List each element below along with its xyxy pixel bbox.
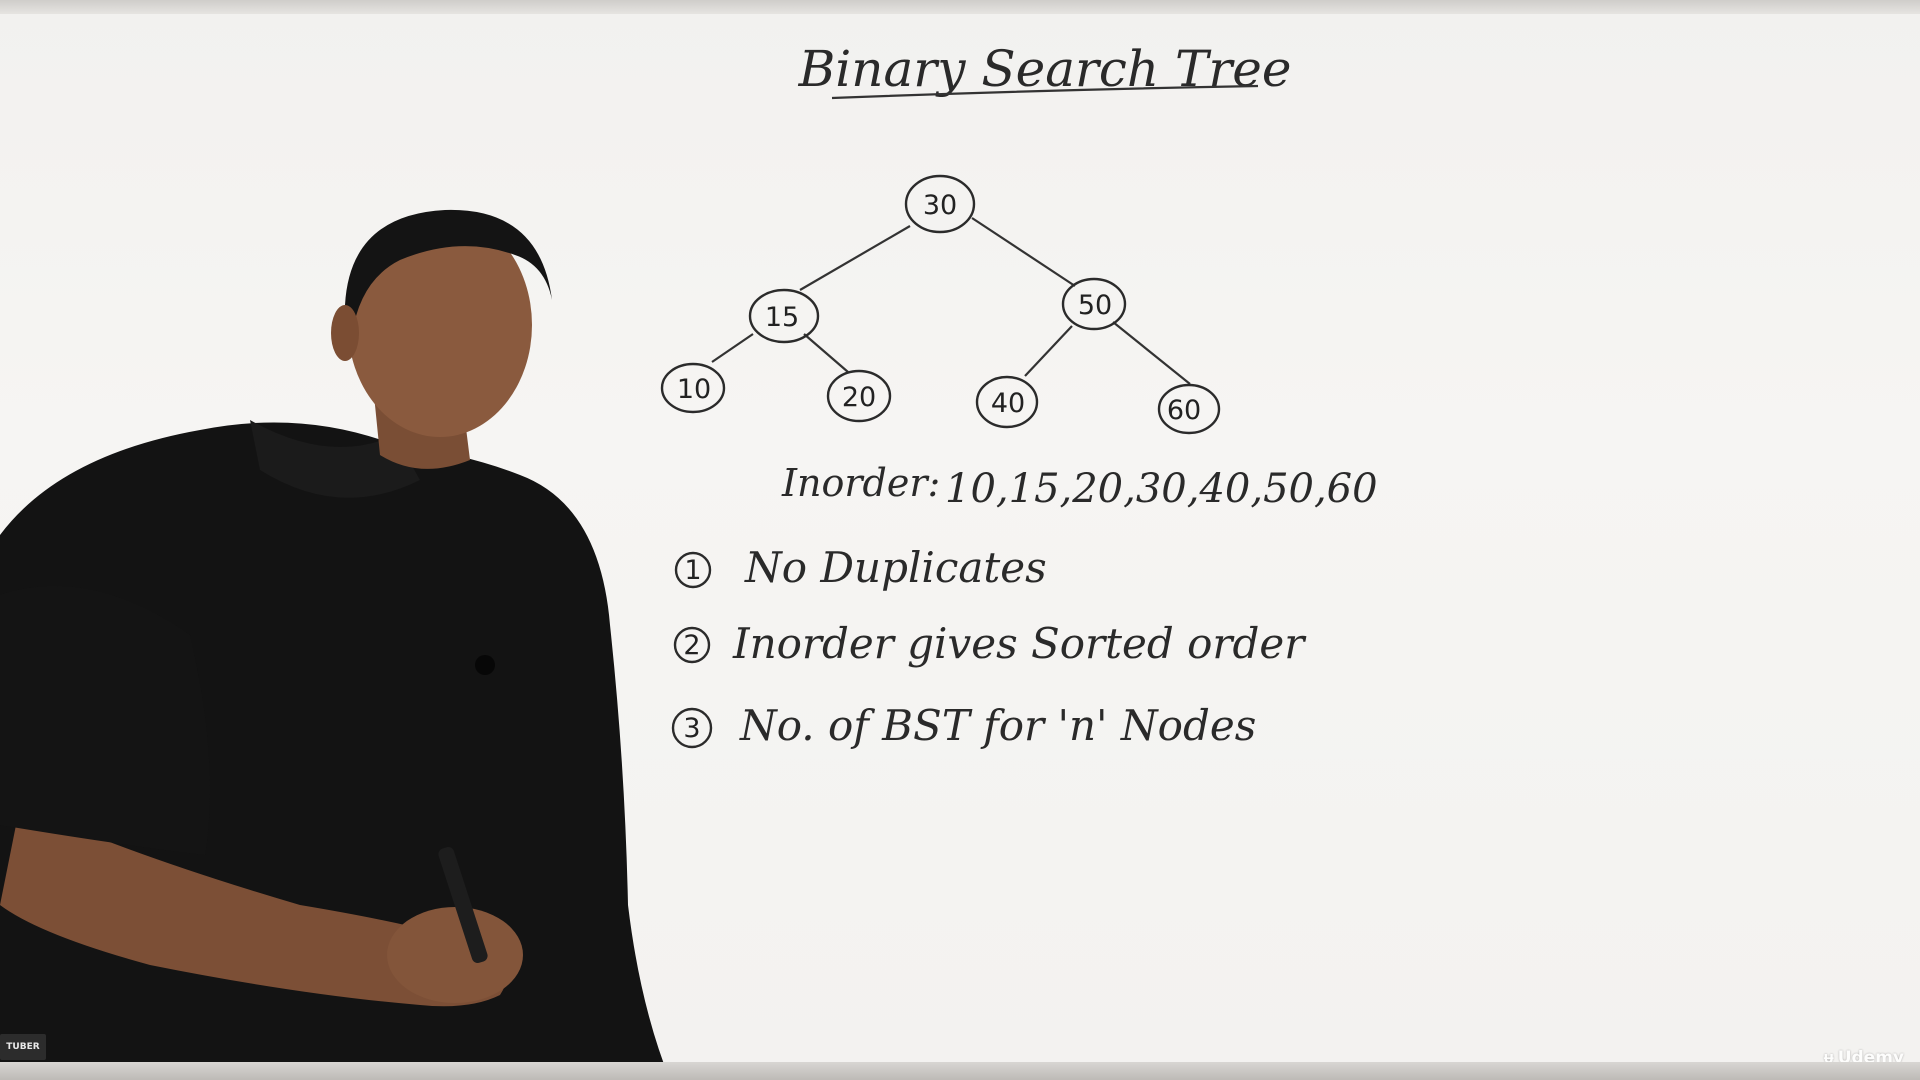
edge-30-50	[971, 217, 1076, 287]
point-1-number: 1	[684, 555, 701, 586]
whiteboard-bottom-edge	[0, 1062, 1920, 1080]
point-2-number: 2	[683, 630, 700, 661]
svg-text:10: 10	[677, 374, 711, 405]
tree-node-20: 20	[826, 369, 892, 423]
svg-text:20: 20	[842, 382, 876, 413]
svg-text:30: 30	[923, 190, 957, 221]
edge-50-60	[1112, 321, 1191, 385]
point-2-text: Inorder gives Sorted order	[732, 619, 1307, 668]
title-underline	[831, 84, 1259, 100]
instructor-figure	[0, 209, 670, 1080]
svg-text:15: 15	[765, 302, 799, 333]
tree-node-15: 15	[748, 288, 820, 344]
point-2: 2 Inorder gives Sorted order	[673, 619, 1307, 668]
tree-node-10: 10	[660, 362, 726, 414]
board-title: Binary Search Tree	[798, 40, 1292, 98]
point-3: 3 No. of BST for 'n' Nodes	[671, 701, 1256, 750]
inorder-label: Inorder:	[781, 461, 940, 505]
tree-node-30: 30	[904, 174, 976, 234]
channel-logo-left: TUBER	[0, 1034, 46, 1060]
tree-node-50: 50	[1061, 277, 1127, 331]
edge-15-10	[711, 333, 754, 363]
inorder-sequence: 10,15,20,30,40,50,60	[945, 466, 1378, 512]
point-3-number: 3	[683, 713, 700, 744]
tree-node-60: 60	[1157, 383, 1221, 435]
svg-text:40: 40	[991, 388, 1025, 419]
point-3-text: No. of BST for 'n' Nodes	[739, 701, 1256, 750]
svg-text:60: 60	[1167, 395, 1201, 426]
point-1-text: No Duplicates	[744, 543, 1047, 592]
edge-50-40	[1024, 325, 1073, 377]
whiteboard-top-edge	[0, 0, 1920, 14]
svg-text:50: 50	[1078, 290, 1112, 321]
edge-15-20	[803, 333, 849, 373]
udemy-logo-icon: ᵾ	[1823, 1048, 1834, 1068]
point-1: 1 No Duplicates	[674, 543, 1047, 592]
tree-node-40: 40	[975, 375, 1039, 429]
edge-30-15	[799, 225, 911, 291]
